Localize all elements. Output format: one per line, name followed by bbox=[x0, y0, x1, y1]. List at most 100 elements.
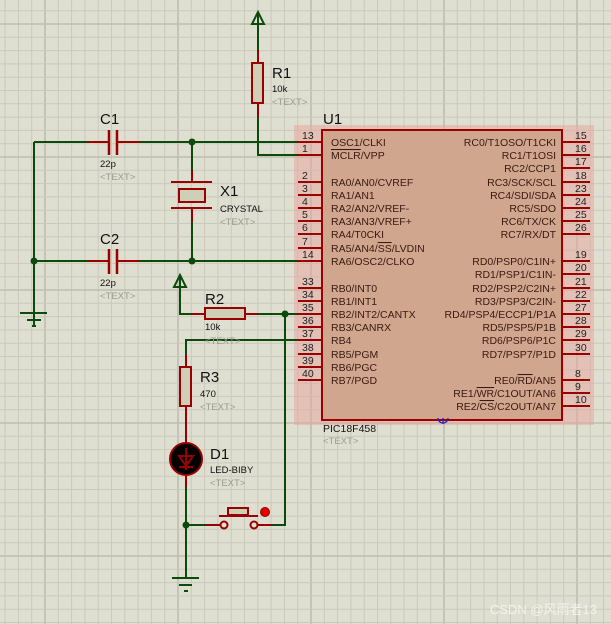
pin-number: 25 bbox=[575, 209, 587, 221]
pin-label: RC4/SDI/SDA bbox=[490, 190, 556, 202]
pin-label: RA5/AN4/SS/LVDIN bbox=[331, 243, 425, 255]
pin-number: 40 bbox=[302, 368, 314, 380]
r1-ref: R1 bbox=[272, 65, 291, 82]
resistor-r3[interactable]: R3 470 <TEXT> bbox=[179, 355, 236, 443]
r2-ref: R2 bbox=[205, 291, 224, 308]
resistor-r2[interactable]: R2 10k <TEXT> bbox=[192, 291, 258, 347]
pin-label: RC2/CCP1 bbox=[504, 163, 556, 175]
r2-value: 10k bbox=[205, 322, 221, 333]
ground-icon[interactable] bbox=[20, 312, 47, 327]
c1-ref: C1 bbox=[100, 111, 119, 128]
x1-text: <TEXT> bbox=[220, 217, 256, 228]
pin-label: RD6/PSP6/P1C bbox=[482, 335, 557, 347]
crystal-x1[interactable]: X1 CRYSTAL <TEXT> bbox=[171, 170, 263, 228]
r1-value: 10k bbox=[272, 84, 288, 95]
power-arrow-icon[interactable] bbox=[172, 272, 188, 288]
pin-number: 20 bbox=[575, 262, 587, 274]
pin-number: 23 bbox=[575, 183, 587, 195]
led-d1[interactable]: D1 LED-BIBY <TEXT> bbox=[169, 442, 254, 489]
pin-number: 22 bbox=[575, 289, 587, 301]
pin-label: RC3/SCK/SCL bbox=[487, 177, 556, 189]
pin-number: 26 bbox=[575, 222, 587, 234]
pin-label: RA2/AN2/VREF- bbox=[331, 203, 410, 215]
pin-number: 14 bbox=[302, 249, 314, 261]
switch-state-indicator-icon[interactable] bbox=[260, 507, 270, 517]
d1-value: LED-BIBY bbox=[210, 465, 254, 476]
pin-label: RA6/OSC2/CLKO bbox=[331, 256, 414, 268]
capacitor-c2[interactable]: C2 22p <TEXT> bbox=[87, 231, 139, 302]
pin-number: 27 bbox=[575, 302, 587, 314]
pin-label: RA4/T0CKI bbox=[331, 229, 384, 241]
pin-number: 34 bbox=[302, 289, 314, 301]
push-button-switch[interactable] bbox=[205, 507, 272, 530]
resistor-r1[interactable]: R1 10k <TEXT> bbox=[251, 50, 308, 117]
pin-label: RD4/PSP4/ECCP1/P1A bbox=[445, 309, 556, 321]
pin-label: RB7/PGD bbox=[331, 375, 378, 387]
capacitor-c1[interactable]: C1 22p <TEXT> bbox=[87, 111, 139, 183]
pin-label: RE1/WR/C1OUT/AN6 bbox=[453, 388, 556, 400]
power-arrow-icon[interactable] bbox=[250, 9, 266, 25]
pin-label: RB0/INT0 bbox=[331, 283, 377, 295]
pin-number: 7 bbox=[302, 236, 308, 248]
pin-number: 4 bbox=[302, 196, 308, 208]
pin-number: 36 bbox=[302, 315, 314, 327]
pin-label: RB4 bbox=[331, 335, 352, 347]
r2-text: <TEXT> bbox=[205, 336, 241, 347]
pin-number: 6 bbox=[302, 222, 308, 234]
pin-number: 33 bbox=[302, 276, 314, 288]
u1-text: <TEXT> bbox=[323, 436, 359, 447]
ground-icon[interactable] bbox=[172, 577, 199, 592]
d1-ref: D1 bbox=[210, 446, 229, 463]
pin-label: RE2/CS/C2OUT/AN7 bbox=[456, 401, 556, 413]
pin-label: RD7/PSP7/P1D bbox=[482, 349, 557, 361]
r3-value: 470 bbox=[200, 389, 216, 400]
pin-label: RC6/TX/CK bbox=[501, 216, 556, 228]
pin-number: 17 bbox=[575, 156, 587, 168]
pin-number: 19 bbox=[575, 249, 587, 261]
junction-dots bbox=[30, 138, 289, 529]
pin-label: RD0/PSP0/C1IN+ bbox=[472, 256, 556, 268]
pin-label: RD3/PSP3/C2IN- bbox=[475, 296, 557, 308]
watermark: CSDN @风雨者13 bbox=[489, 602, 597, 617]
pin-label: RD1/PSP1/C1IN- bbox=[475, 269, 557, 281]
pin-label: RC7/RX/DT bbox=[501, 229, 557, 241]
